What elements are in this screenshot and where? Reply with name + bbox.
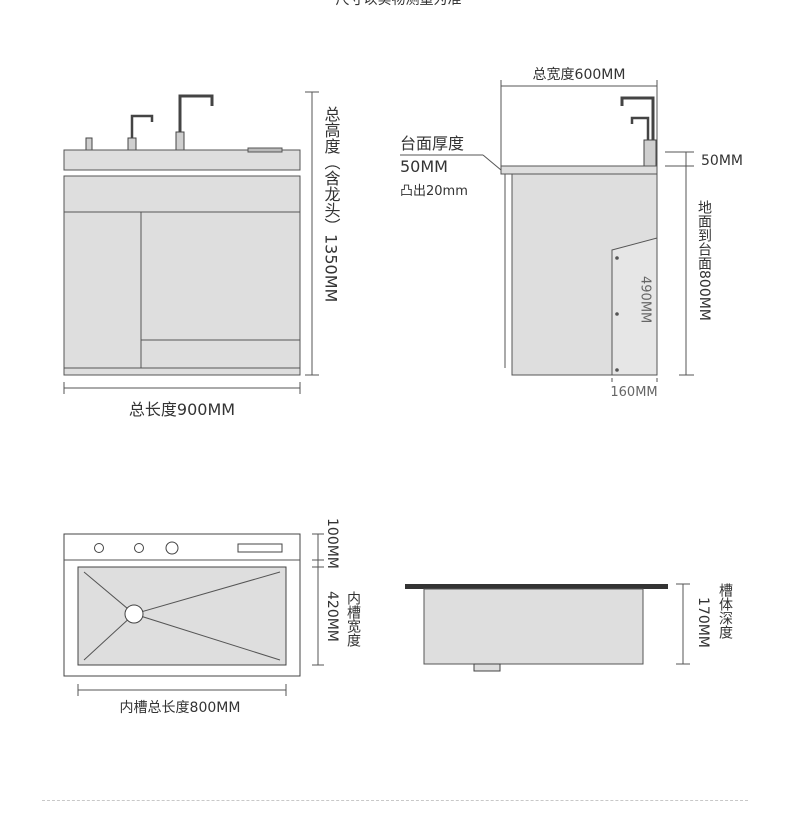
small-faucet: [130, 114, 154, 150]
basin-outline: [77, 566, 287, 666]
side-inner-recess: [611, 237, 658, 376]
counter-thickness-value: 50MM: [400, 157, 448, 176]
soap-dispenser: [85, 137, 93, 151]
total-length-label: 总长度900MM: [129, 400, 235, 419]
depth-value: 170MM: [695, 597, 711, 648]
front-base: [63, 367, 301, 376]
inner-width-value: 420MM: [324, 591, 340, 642]
faucet-hole-2: [134, 543, 144, 553]
total-width-label: 总宽度600MM: [533, 66, 626, 83]
depth-view: [405, 583, 690, 672]
bottom-divider: [42, 800, 748, 801]
top-view: [63, 533, 324, 696]
inner-width-title: 内槽宽度: [345, 591, 361, 647]
side-countertop: [500, 165, 658, 175]
front-drain-slot: [247, 147, 283, 153]
front-left-door: [63, 211, 142, 369]
top-strip-label: 100MM: [324, 518, 340, 569]
protrude-label: 凸出20mm: [400, 184, 468, 199]
counter-thickness-title: 台面厚度: [400, 134, 464, 153]
side-faucet-tall: [620, 96, 655, 152]
depth-view-basin: [423, 588, 644, 665]
floor-to-counter-label: 地面到台面800MM: [696, 200, 712, 321]
side-faucet-base: [643, 139, 657, 167]
front-right-door: [140, 211, 301, 341]
header-caption: *尺寸以实物测量为准: [329, 0, 462, 8]
side-view: [400, 80, 694, 382]
depth-view-drain: [473, 663, 501, 672]
faucet-hole-3: [165, 541, 179, 555]
top-thickness-label: 50MM: [701, 153, 743, 169]
inner-height-label: 490MM: [638, 276, 653, 323]
inner-length-label: 内槽总长度800MM: [120, 700, 241, 716]
side-faucet-short: [630, 116, 650, 152]
front-countertop: [63, 149, 301, 171]
large-faucet: [178, 94, 214, 150]
top-drain-slot: [237, 543, 283, 553]
faucet-hole-1: [94, 543, 104, 553]
recess-label: 160MM: [610, 385, 657, 400]
front-bottom-drawer: [140, 339, 301, 369]
total-height-label: 总高度（含龙头）1350MM: [322, 106, 341, 302]
depth-view-top: [405, 584, 668, 589]
large-faucet-base: [175, 131, 185, 151]
basin-drain: [124, 604, 144, 624]
front-drawer: [63, 175, 301, 213]
depth-title: 槽体深度: [717, 583, 733, 639]
front-view: [63, 91, 319, 394]
small-faucet-base: [127, 137, 137, 151]
